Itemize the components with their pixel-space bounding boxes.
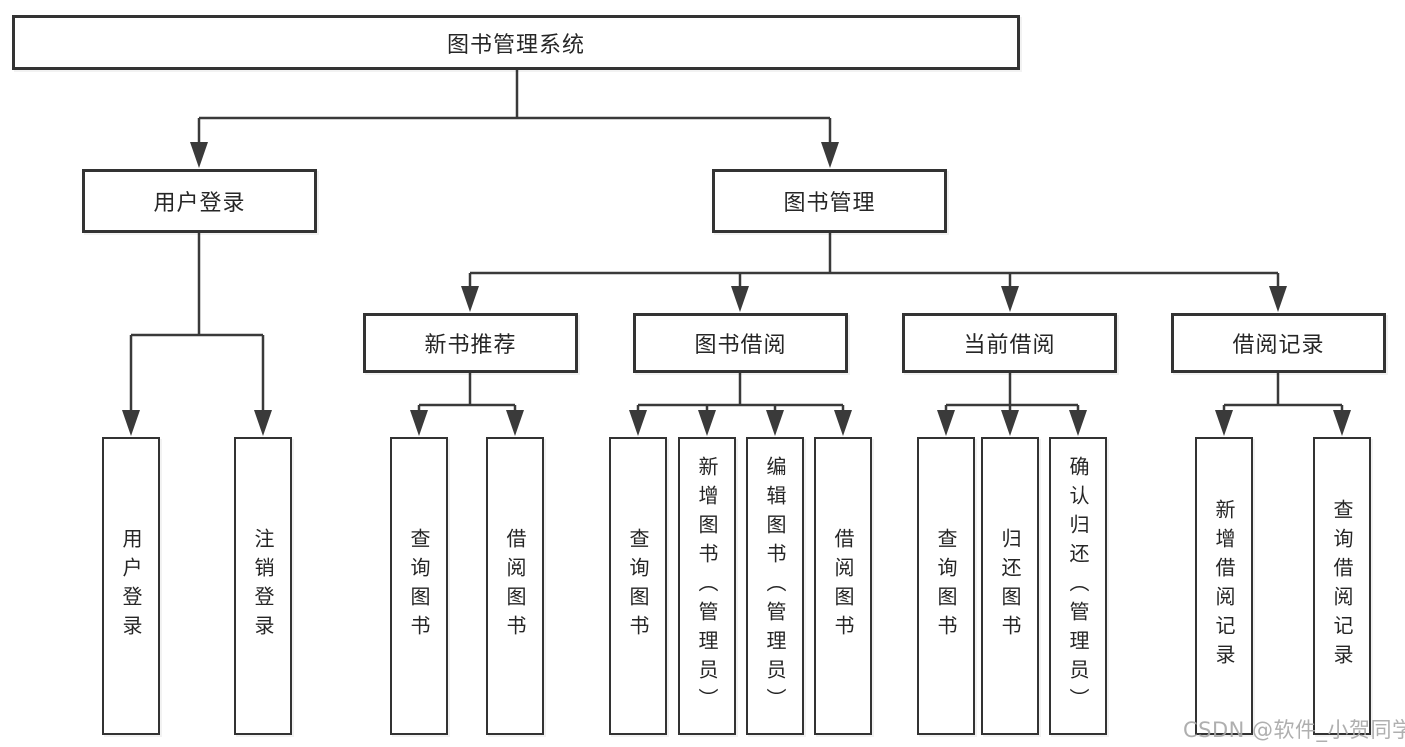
node-user-login-label: 用户登录: [153, 191, 246, 216]
leaf-add-borrow-record-label: 新增借阅记录: [1212, 499, 1236, 673]
leaf-query-book-3-label: 查询图书: [934, 528, 958, 644]
leaf-confirm-return-admin: 确认归还（管理员）: [1049, 437, 1107, 735]
node-borrow-record: 借阅记录: [1171, 313, 1386, 373]
leaf-logout-label: 注销登录: [251, 528, 275, 644]
leaf-borrow-book-2-label: 借阅图书: [831, 528, 855, 644]
leaf-query-book-2: 查询图书: [609, 437, 667, 735]
node-current-borrow: 当前借阅: [902, 313, 1117, 373]
leaf-edit-book-admin-label: 编辑图书（管理员）: [763, 455, 787, 717]
leaf-query-borrow-record: 查询借阅记录: [1313, 437, 1371, 735]
leaf-edit-book-admin: 编辑图书（管理员）: [746, 437, 804, 735]
leaf-query-book-2-label: 查询图书: [626, 528, 650, 644]
leaf-return-book-label: 归还图书: [998, 528, 1022, 644]
node-borrow-record-label: 借阅记录: [1232, 333, 1325, 358]
leaf-user-login: 用户登录: [102, 437, 160, 735]
node-root: 图书管理系统: [12, 15, 1020, 70]
watermark: CSDN @软件_小贺同学: [1183, 718, 1405, 742]
arrowheads: [122, 142, 1351, 436]
leaf-borrow-book-2: 借阅图书: [814, 437, 872, 735]
leaf-user-login-label: 用户登录: [119, 528, 143, 644]
leaf-add-borrow-record: 新增借阅记录: [1195, 437, 1253, 735]
node-book-manage-label: 图书管理: [783, 191, 876, 216]
node-book-borrow: 图书借阅: [633, 313, 848, 373]
node-new-book-recommend: 新书推荐: [363, 313, 578, 373]
node-book-manage: 图书管理: [712, 169, 947, 233]
leaf-query-book-3: 查询图书: [917, 437, 975, 735]
node-current-borrow-label: 当前借阅: [963, 333, 1056, 358]
leaf-confirm-return-admin-label: 确认归还（管理员）: [1066, 455, 1090, 717]
leaf-borrow-book-1: 借阅图书: [486, 437, 544, 735]
leaf-query-book-1-label: 查询图书: [407, 528, 431, 644]
node-user-login: 用户登录: [82, 169, 317, 233]
leaf-borrow-book-1-label: 借阅图书: [503, 528, 527, 644]
node-book-borrow-label: 图书借阅: [694, 333, 787, 358]
leaf-query-borrow-record-label: 查询借阅记录: [1330, 499, 1354, 673]
leaf-add-book-admin: 新增图书（管理员）: [678, 437, 736, 735]
leaf-return-book: 归还图书: [981, 437, 1039, 735]
node-new-book-recommend-label: 新书推荐: [424, 333, 517, 358]
node-root-label: 图书管理系统: [446, 32, 585, 58]
leaf-add-book-admin-label: 新增图书（管理员）: [695, 455, 719, 717]
leaf-logout: 注销登录: [234, 437, 292, 735]
leaf-query-book-1: 查询图书: [390, 437, 448, 735]
